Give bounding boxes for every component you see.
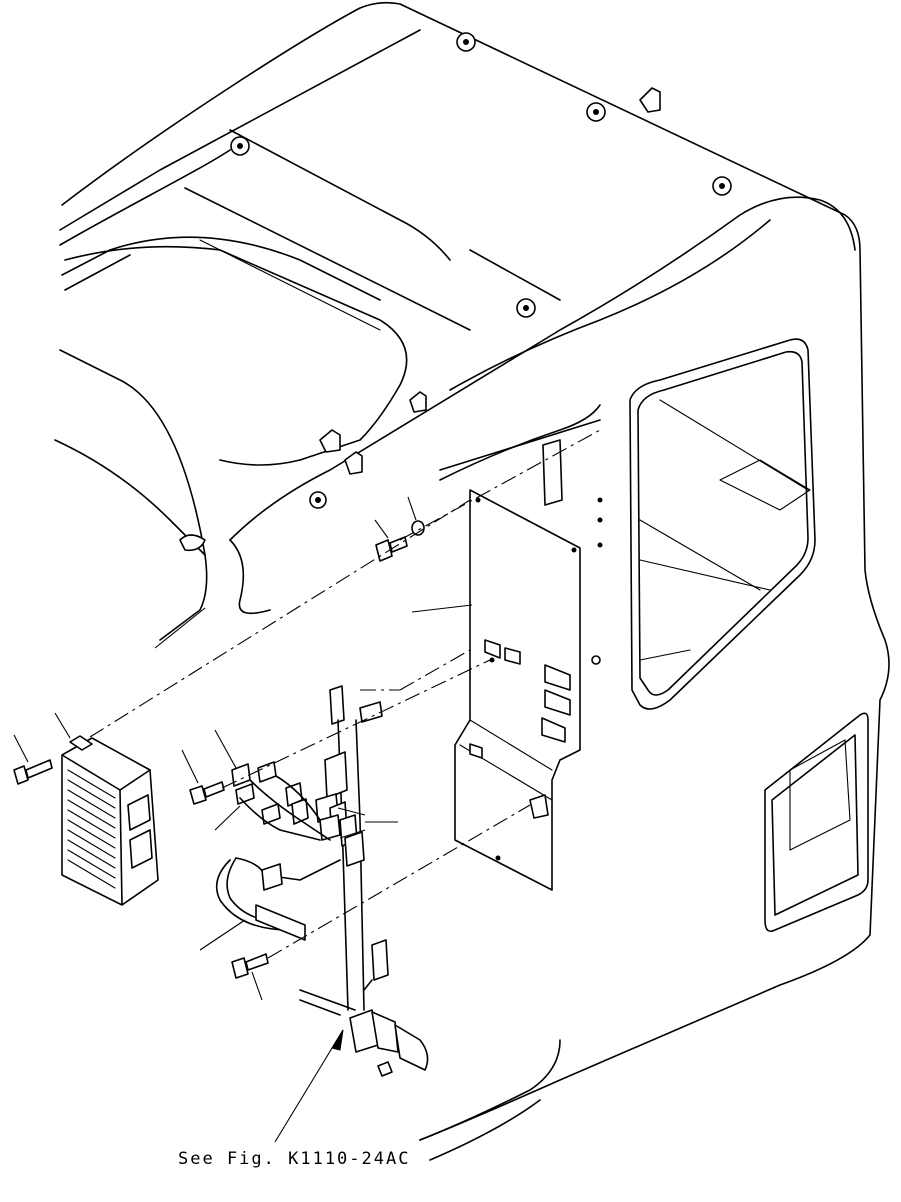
assembly-lines — [89, 429, 601, 959]
cab-body — [54, 1, 890, 1161]
controller-unit — [61, 735, 159, 906]
wire-harness — [215, 685, 429, 1077]
bolts — [13, 520, 425, 979]
leader-lines — [13, 496, 473, 1143]
mounting-plate — [454, 439, 603, 891]
reference-note: See Fig. K1110-24AC — [178, 1149, 411, 1169]
